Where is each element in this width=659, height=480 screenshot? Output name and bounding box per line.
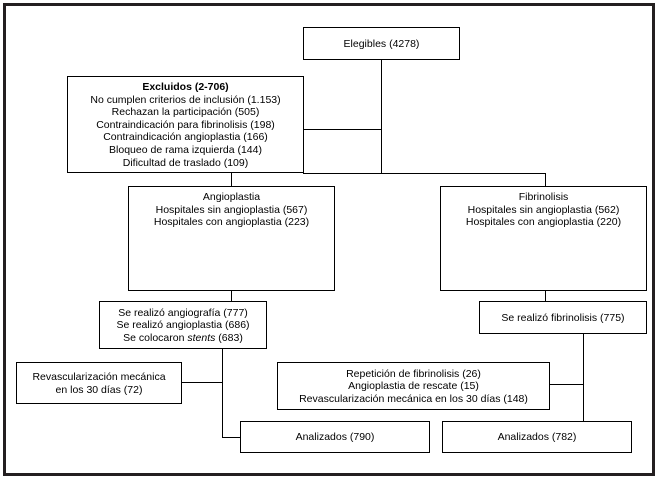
analizados-der-line-1: Analizados (782)	[497, 431, 577, 444]
box-angioplastia: Angioplastia Hospitales sin angioplastia…	[128, 186, 335, 291]
angiografia-line-3-stents: Se colocaron stents (683)	[106, 332, 260, 345]
connector-to-analizados-izq	[222, 437, 240, 438]
analizados-izq-line-1: Analizados (790)	[295, 431, 375, 444]
connector-to-revascularizacion-izq	[182, 382, 223, 383]
box-revascularizacion-mecanica-izq: Revascularización mecánica en los 30 día…	[16, 362, 182, 404]
revascularizacion-izq-line-1: Revascularización mecánica	[32, 370, 166, 383]
box-analizados-izq: Analizados (790)	[240, 421, 430, 453]
angioplastia-line-2: Hospitales sin angioplastia (567)	[155, 203, 308, 216]
connector-angioplastia-to-angiografia	[231, 290, 232, 301]
elegibles-line-1: Elegibles (4278)	[343, 37, 420, 50]
excluidos-line-1: No cumplen criterios de inclusión (1.153…	[90, 93, 281, 106]
box-fibrinolisis: Fibrinolisis Hospitales sin angioplastia…	[440, 186, 647, 291]
revascularizacion-izq-line-2: en los 30 días (72)	[55, 383, 143, 396]
angioplastia-line-3: Hospitales con angioplastia (223)	[153, 216, 310, 229]
rescate-line-1: Repetición de fibrinolisis (26)	[346, 367, 481, 380]
connector-trunk-to-fibrinolisis	[370, 173, 546, 174]
connector-elegibles-down	[381, 60, 382, 173]
excluidos-line-6: Dificultad de traslado (109)	[122, 156, 249, 169]
excluidos-line-2: Rechazan la participación (505)	[111, 106, 260, 119]
connector-trunk-to-angioplastia	[303, 173, 382, 174]
box-se-realizo-angiografia: Se realizó angiografía (777) Se realizó …	[99, 301, 267, 349]
angiografia-line-1: Se realizó angiografía (777)	[118, 306, 248, 319]
stents-suffix: (683)	[215, 331, 243, 344]
angiografia-line-2: Se realizó angioplastia (686)	[116, 319, 250, 332]
excluidos-line-5: Bloqueo de rama izquierda (144)	[109, 143, 262, 156]
connector-excluidos-right	[303, 129, 382, 130]
excluidos-title: Excluidos (2-706)	[142, 81, 229, 93]
connector-right-lower-trunk	[583, 334, 584, 437]
connector-to-rescate	[550, 384, 584, 385]
connector-left-lower-trunk	[222, 348, 223, 437]
fibrinolisis-realizada-line-1: Se realizó fibrinolisis (775)	[501, 311, 625, 324]
box-terapias-de-rescate: Repetición de fibrinolisis (26) Angiopla…	[277, 362, 550, 410]
excluidos-line-4: Contraindicación angioplastia (166)	[103, 131, 268, 144]
excluidos-line-3: Contraindicación para fibrinolisis (198)	[96, 118, 275, 131]
box-analizados-der: Analizados (782)	[442, 421, 632, 453]
box-elegibles: Elegibles (4278)	[303, 27, 460, 60]
stents-italic-word: stents	[187, 331, 216, 344]
figure-outer-frame	[3, 3, 655, 476]
stents-prefix: Se colocaron	[123, 331, 188, 344]
angioplastia-line-1: Angioplastia	[202, 191, 261, 203]
fibrinolisis-line-2: Hospitales sin angioplastia (562)	[467, 203, 620, 216]
fibrinolisis-line-3: Hospitales con angioplastia (220)	[465, 216, 622, 229]
box-se-realizo-fibrinolisis: Se realizó fibrinolisis (775)	[479, 301, 647, 334]
connector-fibrinolisis-to-realizada	[545, 290, 546, 301]
connector-down-to-angioplastia	[231, 173, 232, 186]
rescate-line-3: Revascularización mecánica en los 30 día…	[299, 392, 528, 405]
rescate-line-2: Angioplastia de rescate (15)	[348, 380, 479, 393]
box-excluidos: Excluidos (2-706) No cumplen criterios d…	[67, 76, 304, 173]
connector-down-to-fibrinolisis	[545, 173, 546, 186]
fibrinolisis-line-1: Fibrinolisis	[518, 191, 569, 203]
